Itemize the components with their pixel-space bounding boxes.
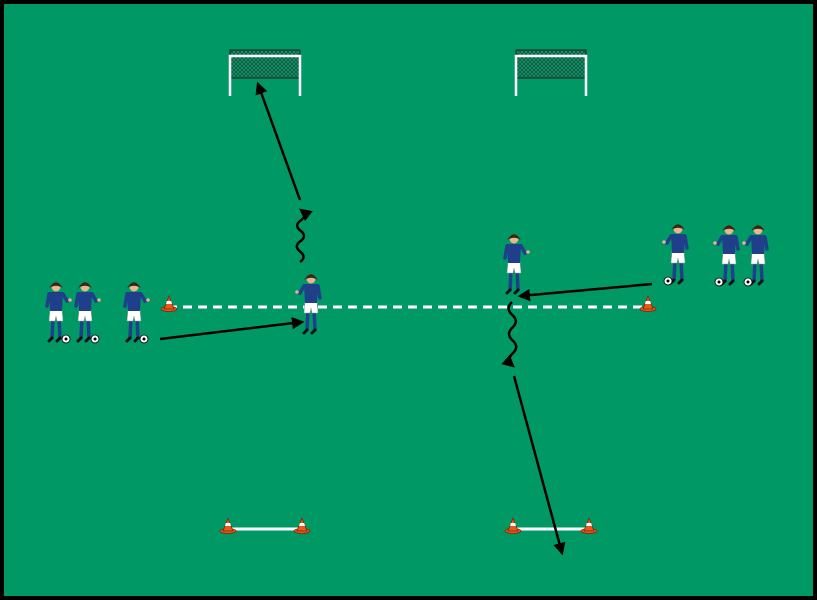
goals-layer bbox=[228, 49, 588, 96]
player-passer-right bbox=[662, 224, 689, 286]
goal-right-net bbox=[515, 49, 587, 79]
cone-gate-right-a bbox=[504, 516, 522, 534]
soccer-ball-icon bbox=[714, 277, 724, 287]
soccer-ball-icon bbox=[743, 277, 753, 287]
player-queue-right-1 bbox=[713, 225, 740, 287]
goal-right bbox=[514, 49, 588, 96]
soccer-ball-icon bbox=[90, 334, 100, 344]
player-receiver-left bbox=[295, 274, 322, 335]
movement-paths-layer bbox=[159, 81, 653, 556]
player-receiver-right bbox=[503, 234, 530, 295]
shot-arrow-left bbox=[255, 81, 302, 201]
cone-gate-left-b bbox=[293, 516, 311, 534]
soccer-ball-icon bbox=[139, 334, 149, 344]
cone-start-right bbox=[639, 294, 657, 312]
pass-arrow-left bbox=[159, 316, 305, 341]
player-queue-left-1 bbox=[45, 282, 72, 344]
dribble-path-right bbox=[501, 301, 518, 368]
markings-layer bbox=[168, 305, 648, 531]
player-queue-left-2 bbox=[74, 282, 101, 344]
goal-left bbox=[228, 49, 302, 96]
players-layer bbox=[45, 224, 769, 344]
player-queue-right-2 bbox=[742, 225, 769, 287]
cones-layer bbox=[160, 294, 657, 534]
goal-right-frame bbox=[514, 54, 588, 96]
goal-left-frame bbox=[228, 54, 302, 96]
run-arrow-right bbox=[512, 375, 566, 556]
pass-arrow-right bbox=[517, 282, 653, 302]
dribble-path-left bbox=[295, 208, 313, 264]
soccer-ball-icon bbox=[61, 334, 71, 344]
cone-gate-left-a bbox=[219, 516, 237, 534]
cone-start-left bbox=[160, 294, 178, 312]
cone-gate-right-b bbox=[580, 516, 598, 534]
player-passer-left bbox=[123, 282, 150, 344]
goal-left-net bbox=[229, 49, 301, 79]
soccer-ball-icon bbox=[663, 276, 673, 286]
